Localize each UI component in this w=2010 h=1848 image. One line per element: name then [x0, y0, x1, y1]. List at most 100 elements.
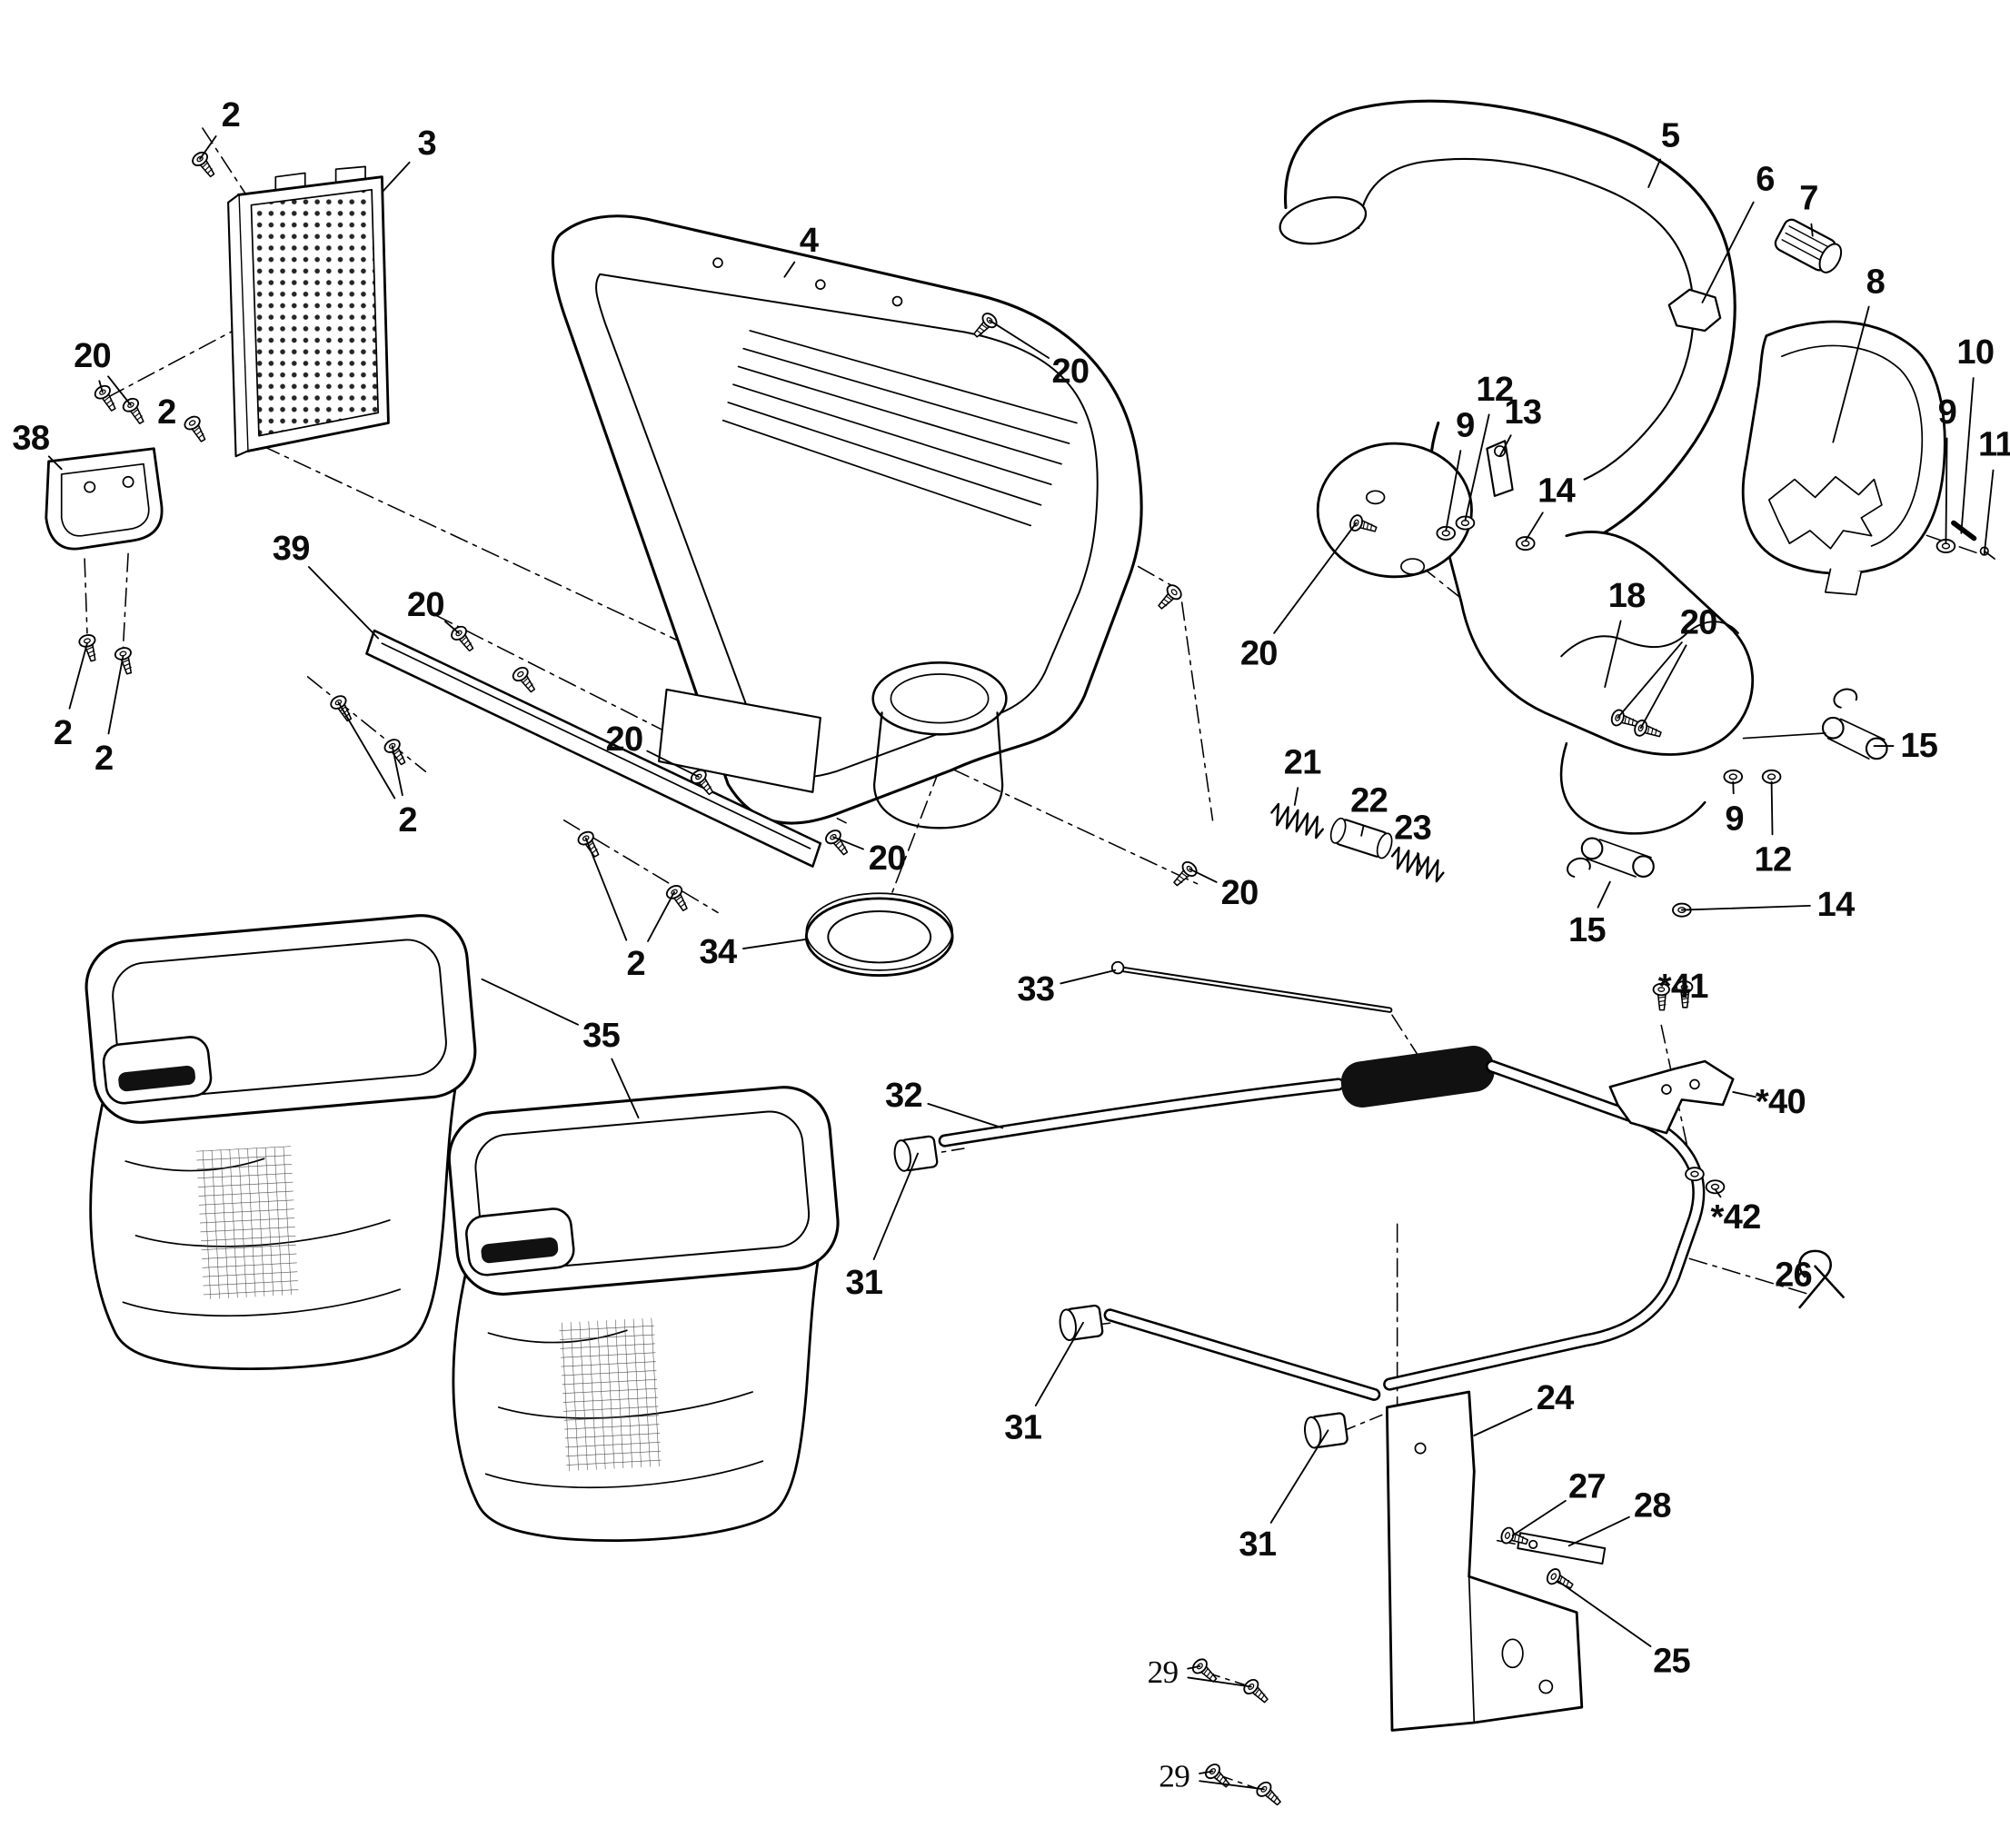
screw — [91, 382, 121, 415]
leader-line — [584, 837, 628, 941]
screw — [509, 663, 541, 697]
washer — [1515, 535, 1536, 551]
leader-line — [989, 319, 1050, 359]
bag-handle — [465, 1207, 575, 1277]
leader-line — [1464, 413, 1490, 522]
screw — [1675, 979, 1694, 1009]
support-rod-part33 — [1110, 960, 1393, 1013]
leader-line — [1199, 1780, 1265, 1791]
leader-line — [1732, 1090, 1756, 1098]
leader-line — [47, 455, 63, 471]
leader-line — [1770, 780, 1774, 836]
leader-line — [391, 745, 403, 797]
screw — [1652, 982, 1671, 1011]
screw — [1239, 1675, 1273, 1708]
bagger-cover-part4 — [551, 214, 1143, 830]
screw — [113, 644, 137, 677]
leader-line — [1604, 620, 1622, 689]
blade-bracket-part40 — [1608, 1059, 1735, 1135]
leader-line — [872, 1152, 919, 1260]
leader-line — [1832, 305, 1870, 443]
leader-line — [783, 261, 796, 278]
leader-line — [1445, 450, 1462, 532]
leader-line — [927, 1102, 1004, 1129]
leader-line — [199, 135, 217, 160]
leader-line — [1034, 1321, 1084, 1406]
leader-line — [611, 1058, 640, 1119]
frame-grip — [1340, 1045, 1495, 1108]
leader-line — [1680, 904, 1811, 911]
leader-line — [1293, 787, 1299, 806]
leader-line — [1273, 522, 1358, 634]
screw — [181, 412, 211, 446]
leader-line — [68, 642, 88, 710]
tube-cap-part31-b — [1059, 1304, 1104, 1341]
spring-part23 — [1388, 845, 1448, 884]
screw — [574, 828, 604, 861]
leader-line — [1945, 437, 1948, 545]
leader-line — [1983, 469, 1995, 555]
leader-line — [107, 375, 132, 406]
screw — [1201, 1760, 1234, 1793]
screw — [76, 631, 102, 664]
leader-line — [741, 939, 806, 949]
leader-line — [1473, 1407, 1533, 1436]
leader-line — [1498, 434, 1512, 458]
leader-line — [307, 566, 380, 640]
washer — [1684, 1166, 1706, 1182]
bag-handle — [102, 1036, 213, 1105]
leader-line — [337, 701, 396, 800]
mount-bracket-part38 — [45, 447, 164, 551]
leader-line — [1187, 1664, 1201, 1670]
clip-plate-part28 — [1517, 1532, 1607, 1565]
screw — [1168, 858, 1200, 890]
discharge-chute-part5 — [1279, 99, 1736, 572]
leader-line — [98, 380, 104, 393]
screw — [1253, 1778, 1286, 1811]
leader-line — [1647, 158, 1662, 188]
screw — [1152, 581, 1186, 614]
leader-line — [647, 890, 675, 942]
leader-line — [1269, 1429, 1329, 1524]
cotter-pin-part26 — [1798, 1249, 1845, 1309]
leader-line — [1960, 377, 1975, 534]
leader-line — [832, 836, 864, 850]
chute-cap-part8 — [1741, 320, 1946, 596]
leader-line — [1714, 1188, 1722, 1198]
leader-line — [1639, 644, 1687, 730]
leader-lines — [47, 135, 1995, 1791]
grass-bag-right-part35 — [447, 1086, 840, 1543]
leader-line — [1187, 1676, 1252, 1688]
washer — [1705, 1178, 1726, 1195]
link-part15-upper — [1742, 688, 1888, 760]
latch-part7 — [1774, 218, 1843, 273]
screen-panel-part3 — [227, 165, 390, 458]
leader-line — [381, 161, 411, 194]
round-plate — [1316, 442, 1473, 579]
leader-line — [1567, 1515, 1630, 1547]
leader-line — [443, 621, 460, 634]
tube-cap-part31-a — [893, 1135, 939, 1172]
leader-line — [1810, 223, 1814, 237]
leader-line — [1511, 1499, 1567, 1536]
support-strip-part39 — [365, 629, 822, 868]
leader-line — [646, 750, 700, 778]
cylinder-part22 — [1329, 817, 1393, 859]
leader-line — [1360, 825, 1365, 837]
leader-line — [1557, 1580, 1652, 1647]
bagger-frame-part32 — [938, 1045, 1706, 1401]
leader-line — [107, 655, 124, 735]
link-part15-lower — [1567, 837, 1655, 878]
spring-part21 — [1267, 801, 1328, 840]
leader-line — [1701, 201, 1755, 303]
grass-bag-left-part35 — [85, 914, 477, 1370]
screw — [663, 881, 693, 916]
chute-lower-boot-part18 — [1442, 531, 1755, 835]
pin-part10-11 — [1951, 520, 1995, 560]
mount-bracket-part24 — [1385, 1390, 1584, 1732]
leader-line — [481, 978, 580, 1026]
leader-line — [1597, 880, 1611, 909]
leader-line — [1189, 868, 1218, 883]
